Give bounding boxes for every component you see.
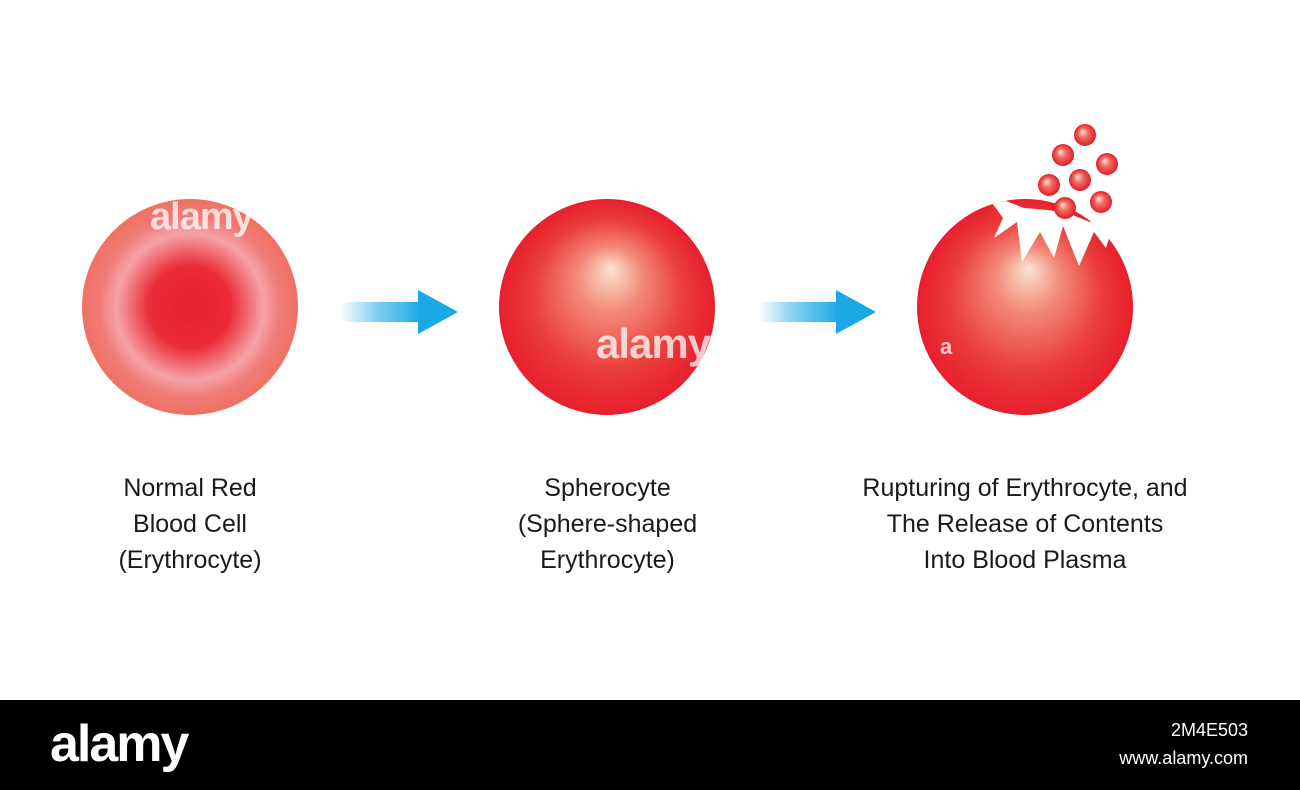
transition-arrow-1	[340, 290, 458, 334]
caption-rupturing: Rupturing of Erythrocyte, and The Releas…	[800, 470, 1250, 578]
normal-red-blood-cell	[82, 199, 298, 415]
released-contents	[1038, 124, 1118, 219]
site-url: www.alamy.com	[1119, 748, 1248, 768]
caption-line: Spherocyte	[544, 474, 671, 502]
watermark: alamy	[596, 320, 711, 367]
content-particle	[1096, 153, 1118, 175]
content-particle	[1038, 174, 1060, 196]
spherocyte-cell	[499, 199, 715, 415]
caption-normal-cell: Normal Red Blood Cell (Erythrocyte)	[40, 470, 340, 578]
caption-line: Normal Red	[123, 474, 257, 502]
caption-line: The Release of Contents	[886, 510, 1164, 538]
content-particle	[1052, 144, 1074, 166]
watermark: alamy	[150, 196, 254, 238]
content-particle	[1074, 124, 1096, 146]
caption-line: Into Blood Plasma	[923, 546, 1127, 574]
caption-line: (Sphere-shaped	[517, 510, 698, 538]
diagram-canvas	[82, 124, 1133, 415]
caption-spherocyte: Spherocyte (Sphere-shaped Erythrocyte)	[455, 470, 760, 578]
caption-line: (Erythrocyte)	[118, 546, 262, 574]
footer-bar: alamy 2M4E503 www.alamy.com	[0, 700, 1300, 790]
image-id: 2M4E503	[1170, 720, 1248, 740]
alamy-logo: alamy	[50, 715, 189, 773]
caption-line: Erythrocyte)	[540, 546, 675, 574]
content-particle	[1090, 191, 1112, 213]
watermark: a	[940, 334, 952, 359]
content-particle	[1054, 197, 1076, 219]
caption-line: Rupturing of Erythrocyte, and	[862, 474, 1188, 502]
rupture-tear	[992, 201, 1114, 266]
transition-arrow-2	[758, 290, 876, 334]
content-particle	[1069, 169, 1091, 191]
caption-line: Blood Cell	[133, 510, 247, 538]
